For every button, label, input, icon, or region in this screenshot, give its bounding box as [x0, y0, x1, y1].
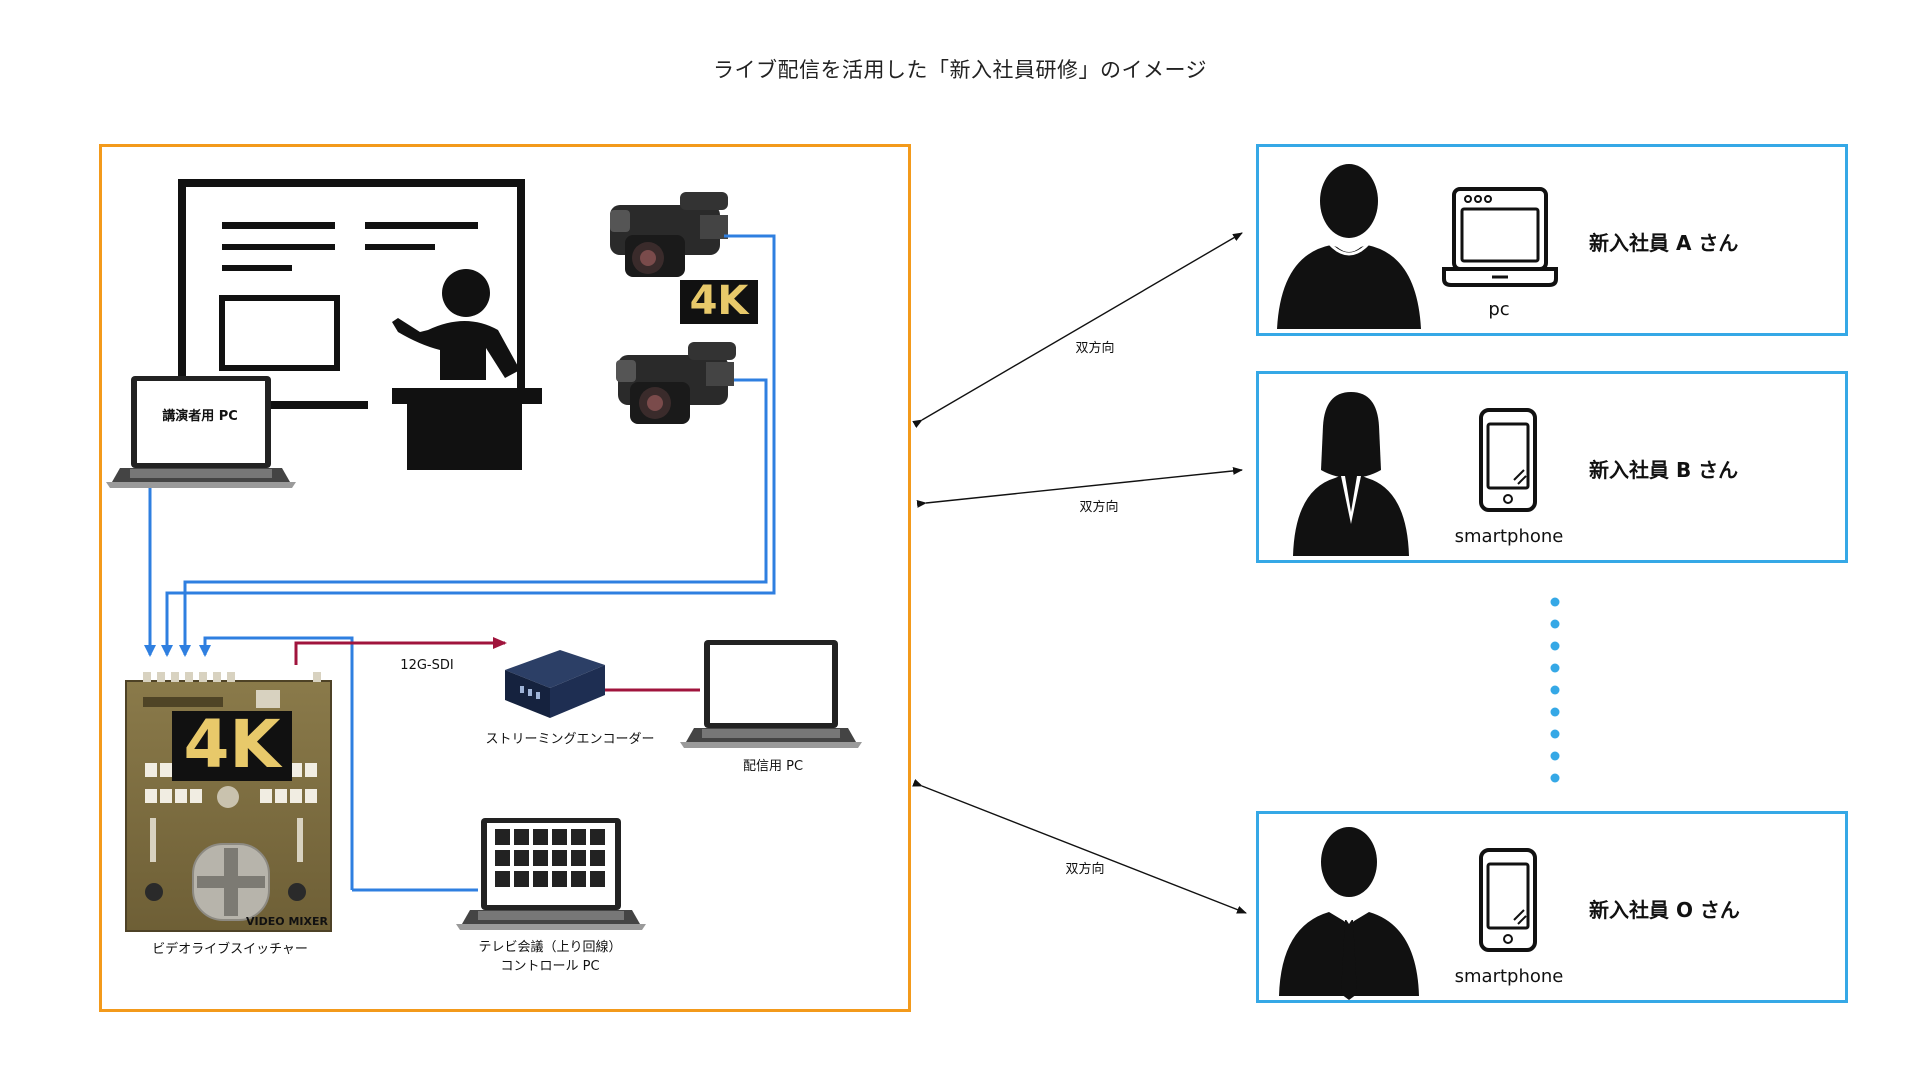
- badge-4k-camera-text: 4K: [689, 278, 749, 324]
- employee-o-name: 新入社員 O さん: [1589, 898, 1740, 922]
- employee-card-b: smartphone 新入社員 B さん: [1256, 371, 1848, 563]
- employee-a-device: pc: [1488, 299, 1510, 320]
- bidirectional-arrows: [912, 232, 1247, 914]
- delivery-pc-label: 配信用 PC: [742, 759, 804, 774]
- smartphone-icon: [1479, 848, 1537, 952]
- employee-b-graphics: [1293, 392, 1537, 556]
- bidirectional-label-a: 双方向: [1075, 341, 1115, 356]
- video-switcher: [125, 672, 332, 932]
- badge-4k-camera: [680, 280, 758, 324]
- conference-pc-label-line1: テレビ会議（上り回線）: [478, 940, 622, 955]
- bidirectional-label-o: 双方向: [1065, 862, 1105, 877]
- signal-lines-red: [294, 637, 700, 692]
- signal-label-12g-sdi: 12G-SDI: [400, 658, 454, 673]
- employee-a-graphics: [1277, 164, 1558, 329]
- laptop-icon: [1442, 187, 1558, 287]
- badge-4k-switcher-text: 4K: [183, 706, 281, 783]
- employee-b-device: smartphone: [1454, 526, 1564, 547]
- lecturer-icon: [392, 269, 542, 470]
- employee-a-name: 新入社員 A さん: [1589, 231, 1739, 255]
- person-man-icon: [1277, 164, 1421, 329]
- employee-card-o: smartphone 新入社員 O さん: [1256, 811, 1848, 1003]
- lecturer-laptop: [106, 376, 296, 488]
- employee-card-a: pc 新入社員 A さん: [1256, 144, 1848, 336]
- whiteboard: [178, 179, 525, 409]
- conference-laptop: [456, 818, 646, 930]
- ellipsis-dots: [1550, 597, 1560, 783]
- signal-lines-blue: [144, 234, 776, 892]
- encoder-label: ストリーミングエンコーダー: [485, 732, 655, 747]
- conference-pc-label-line2: コントロール PC: [500, 959, 600, 974]
- bidirectional-label-b: 双方向: [1079, 500, 1119, 515]
- studio-area: [99, 144, 911, 1012]
- smartphone-icon: [1479, 408, 1537, 512]
- employee-b-name: 新入社員 B さん: [1589, 458, 1739, 482]
- streaming-encoder: [505, 650, 605, 718]
- person-man-suit-icon: [1279, 827, 1419, 1000]
- lecturer-pc-label: 講演者用 PC: [162, 409, 238, 424]
- person-woman-icon: [1293, 392, 1409, 556]
- camera-icon-2: [616, 342, 736, 424]
- switcher-label: ビデオライブスイッチャー: [152, 942, 308, 957]
- delivery-laptop: [680, 640, 862, 748]
- employee-o-device: smartphone: [1454, 966, 1564, 987]
- camera-icon-1: [610, 192, 728, 277]
- employee-o-graphics: [1279, 827, 1537, 1000]
- switcher-badge: VIDEO MIXER: [246, 915, 328, 928]
- page-title: ライブ配信を活用した「新入社員研修」のイメージ: [712, 58, 1208, 82]
